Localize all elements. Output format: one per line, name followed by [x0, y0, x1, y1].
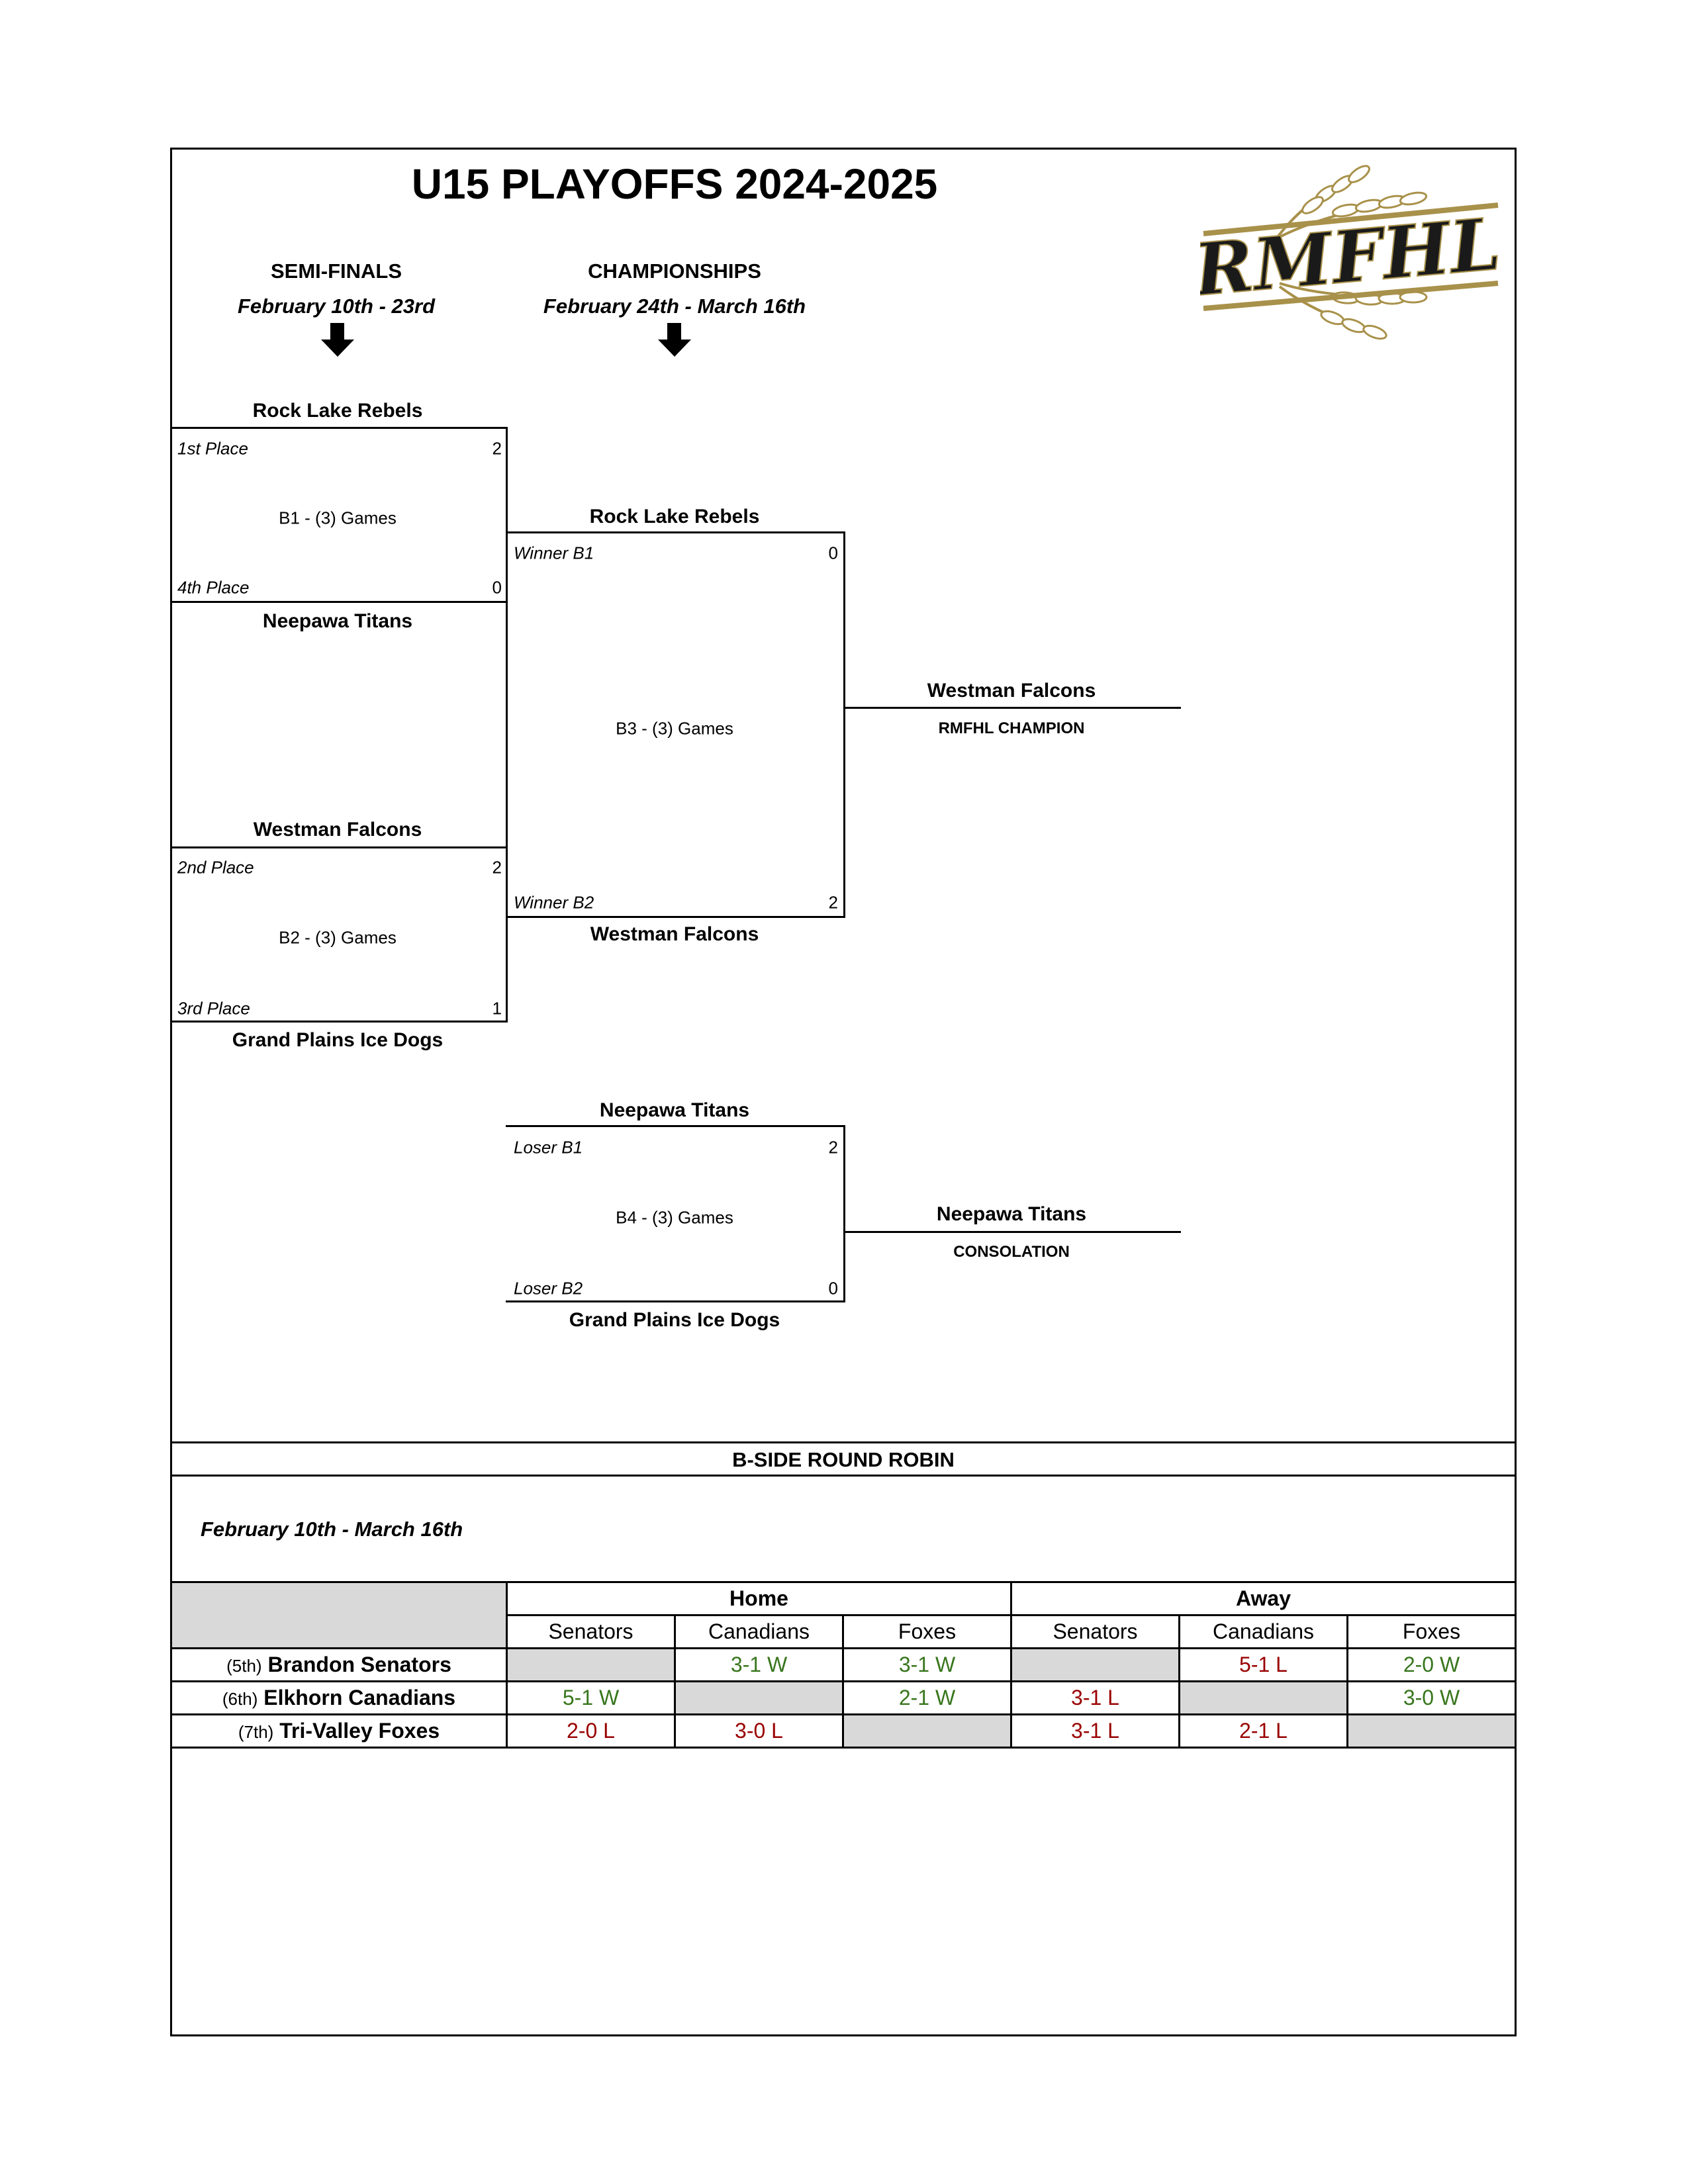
- b2-bottom-team: Grand Plains Ice Dogs: [232, 1029, 444, 1051]
- round-label-championships: CHAMPIONSHIPS: [588, 259, 761, 283]
- table-corner-cell: [170, 1581, 508, 1649]
- team-seed: (7th): [238, 1722, 274, 1742]
- column-header: Foxes: [842, 1614, 1012, 1649]
- b2-series-label: B2 - (3) Games: [279, 927, 397, 948]
- self-matchup-cell: [842, 1713, 1012, 1749]
- rmfhl-logo: RMFHL: [1188, 158, 1505, 351]
- column-header: Canadians: [1178, 1614, 1348, 1649]
- b1-series-label: B1 - (3) Games: [279, 508, 397, 528]
- b4-bottom-seed: Loser B2: [514, 1278, 583, 1298]
- bracket-b3: [506, 531, 845, 918]
- champion-team: Westman Falcons: [927, 680, 1096, 702]
- group-header-home: Home: [506, 1581, 1012, 1616]
- b1-bottom-team: Neepawa Titans: [262, 610, 413, 632]
- result-loss-cell: 3-0 L: [674, 1713, 844, 1749]
- round-robin-dates: February 10th - March 16th: [201, 1518, 463, 1541]
- round-dates-championships: February 24th - March 16th: [543, 295, 806, 318]
- b4-top-seed: Loser B1: [514, 1137, 583, 1158]
- team-cell: (7th) Tri-Valley Foxes: [170, 1713, 508, 1749]
- team-name: Elkhorn Canadians: [263, 1686, 456, 1709]
- b3-bottom-seed: Winner B2: [514, 892, 594, 913]
- b4-bottom-score: 0: [828, 1278, 838, 1298]
- round-dates-semifinals: February 10th - 23rd: [237, 295, 436, 318]
- result-loss-cell: 2-0 L: [506, 1713, 676, 1749]
- b1-top-score: 2: [492, 438, 502, 459]
- self-matchup-cell: [674, 1680, 844, 1715]
- table-column-header-row: Senators Canadians Foxes Senators Canadi…: [171, 1614, 1517, 1649]
- team-cell: (6th) Elkhorn Canadians: [170, 1680, 508, 1715]
- wheat-logo-icon: RMFHL: [1188, 165, 1505, 340]
- self-matchup-cell: [1346, 1713, 1517, 1749]
- b2-top-seed: 2nd Place: [177, 857, 254, 878]
- result-loss-cell: 3-1 L: [1010, 1680, 1180, 1715]
- page-frame: [170, 148, 1517, 2036]
- b4-series-label: B4 - (3) Games: [616, 1207, 733, 1228]
- bracket-b1: [170, 427, 508, 603]
- b4-bottom-team: Grand Plains Ice Dogs: [569, 1309, 780, 1331]
- b4-top-team: Neepawa Titans: [599, 1099, 750, 1121]
- column-header: Senators: [506, 1614, 676, 1649]
- team-seed: (5th): [226, 1656, 262, 1676]
- round-robin-title: B-SIDE ROUND ROBIN: [732, 1448, 955, 1471]
- b3-bottom-team: Westman Falcons: [590, 923, 759, 945]
- result-win-cell: 3-1 W: [842, 1647, 1012, 1682]
- bracket-b4: [506, 1125, 845, 1302]
- round-label-semifinals: SEMI-FINALS: [270, 259, 402, 283]
- result-win-cell: 2-0 W: [1346, 1647, 1517, 1682]
- consolation-line: [843, 1231, 1181, 1233]
- result-win-cell: 5-1 W: [506, 1680, 676, 1715]
- column-header: Foxes: [1346, 1614, 1517, 1649]
- b3-top-team: Rock Lake Rebels: [589, 506, 760, 527]
- champion-label: RMFHL CHAMPION: [938, 719, 1085, 737]
- b1-top-seed: 1st Place: [177, 438, 248, 459]
- group-header-away: Away: [1010, 1581, 1517, 1616]
- b2-bottom-score: 1: [492, 998, 502, 1019]
- column-header: Canadians: [674, 1614, 844, 1649]
- self-matchup-cell: [506, 1647, 676, 1682]
- b3-top-score: 0: [828, 543, 838, 563]
- result-loss-cell: 3-1 L: [1010, 1713, 1180, 1749]
- result-win-cell: 3-0 W: [1346, 1680, 1517, 1715]
- result-loss-cell: 2-1 L: [1178, 1713, 1348, 1749]
- bracket-b2: [170, 846, 508, 1023]
- column-header: Senators: [1010, 1614, 1180, 1649]
- team-cell: (5th) Brandon Senators: [170, 1647, 508, 1682]
- b1-bottom-seed: 4th Place: [177, 577, 250, 598]
- b3-bottom-score: 2: [828, 892, 838, 913]
- self-matchup-cell: [1010, 1647, 1180, 1682]
- self-matchup-cell: [1178, 1680, 1348, 1715]
- b3-series-label: B3 - (3) Games: [616, 718, 733, 739]
- down-arrow-icon: [321, 323, 354, 357]
- page-title: U15 PLAYOFFS 2024-2025: [411, 160, 938, 208]
- down-arrow-icon: [658, 323, 691, 357]
- b2-top-score: 2: [492, 857, 502, 878]
- result-win-cell: 3-1 W: [674, 1647, 844, 1682]
- result-loss-cell: 5-1 L: [1178, 1647, 1348, 1682]
- b4-top-score: 2: [828, 1137, 838, 1158]
- logo-text: RMFHL: [1200, 203, 1499, 312]
- b1-top-team: Rock Lake Rebels: [252, 400, 423, 422]
- result-win-cell: 2-1 W: [842, 1680, 1012, 1715]
- consolation-label: CONSOLATION: [953, 1243, 1070, 1261]
- team-name: Brandon Senators: [267, 1653, 451, 1676]
- team-seed: (6th): [222, 1689, 258, 1709]
- champion-line: [843, 707, 1181, 709]
- b2-bottom-seed: 3rd Place: [177, 998, 250, 1019]
- b2-top-team: Westman Falcons: [253, 819, 422, 841]
- team-name: Tri-Valley Foxes: [279, 1719, 440, 1743]
- round-robin-title-row: [170, 1441, 1517, 1477]
- consolation-team: Neepawa Titans: [936, 1203, 1087, 1225]
- b3-top-seed: Winner B1: [514, 543, 594, 563]
- b1-bottom-score: 0: [492, 577, 502, 598]
- round-robin-table: Home Away Senators Canadians Foxes Senat…: [170, 1581, 1517, 1749]
- table-group-header-row: Home Away: [170, 1581, 1517, 1649]
